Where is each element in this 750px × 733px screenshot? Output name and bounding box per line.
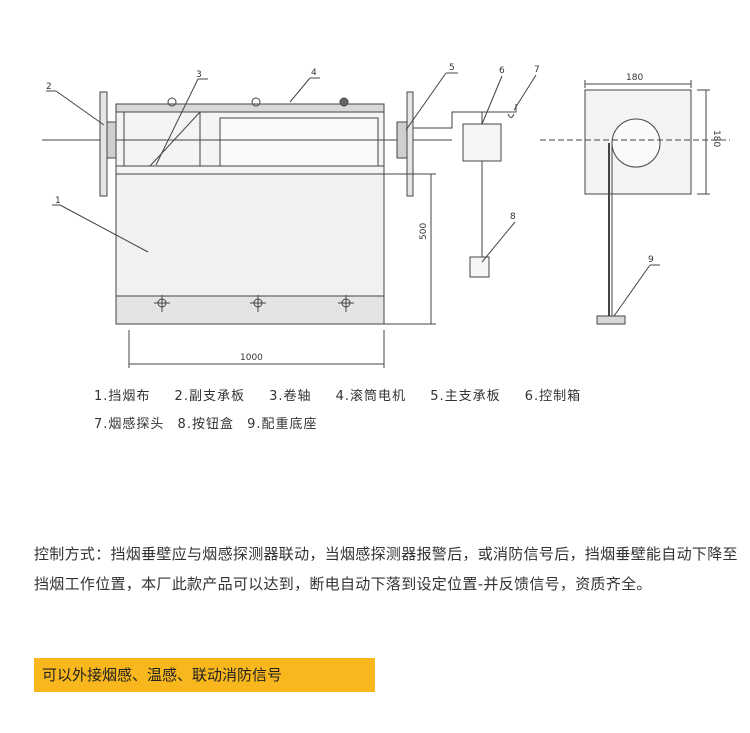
callout-4: 4 [311, 68, 317, 78]
left-support-plate [99, 91, 108, 197]
callout-1: 1 [55, 196, 61, 206]
legend-item: 8.按钮盒 [177, 417, 234, 432]
callout-labels: 2 3 4 5 6 7 1 8 9 1000 500 180 180 [46, 63, 721, 363]
technical-diagram: 2 3 4 5 6 7 1 8 9 1000 500 180 180 [42, 63, 730, 368]
highlight-banner: 可以外接烟感、温感、联动消防信号 [34, 658, 375, 692]
dim-180-top: 180 [626, 73, 643, 83]
legend-row-2: 7.烟感探头 8.按钮盒 9.配重底座 [94, 413, 326, 432]
legend-item: 1.挡烟布 [94, 389, 151, 404]
callout-7: 7 [534, 65, 540, 75]
button-box [469, 256, 490, 278]
control-box [462, 123, 502, 162]
legend-item: 7.烟感探头 [94, 417, 165, 432]
bottom-bar [115, 295, 385, 325]
motor-body [219, 117, 379, 167]
callout-6: 6 [499, 66, 505, 76]
side-view-roller [611, 118, 661, 168]
legend-item: 3.卷轴 [269, 389, 312, 404]
control-description: 控制方式：挡烟垂壁应与烟感探测器联动，当烟感探测器报警后，或消防信号后，挡烟垂壁… [34, 545, 738, 593]
callout-2: 2 [46, 82, 52, 92]
legend-item: 6.控制箱 [524, 389, 582, 404]
callout-9: 9 [648, 255, 654, 265]
dim-1000: 1000 [240, 353, 263, 363]
legend-row-1: 1.挡烟布 2.副支承板 3.卷轴 4.滚筒电机 5.主支承板 6.控制箱 [94, 385, 600, 404]
legend-item: 2.副支承板 [174, 389, 245, 404]
dim-180-side: 180 [711, 130, 721, 147]
smoke-detector [507, 113, 515, 118]
legend-item: 9.配重底座 [247, 417, 318, 432]
counterweight-base [596, 315, 626, 325]
callout-8: 8 [510, 212, 516, 222]
top-plate [115, 103, 385, 113]
dim-500: 500 [419, 223, 429, 240]
callout-5: 5 [449, 63, 455, 73]
callout-3: 3 [196, 70, 202, 80]
legend-item: 4.滚筒电机 [335, 389, 407, 404]
legend-item: 5.主支承板 [430, 389, 501, 404]
right-support-plate [406, 91, 414, 197]
